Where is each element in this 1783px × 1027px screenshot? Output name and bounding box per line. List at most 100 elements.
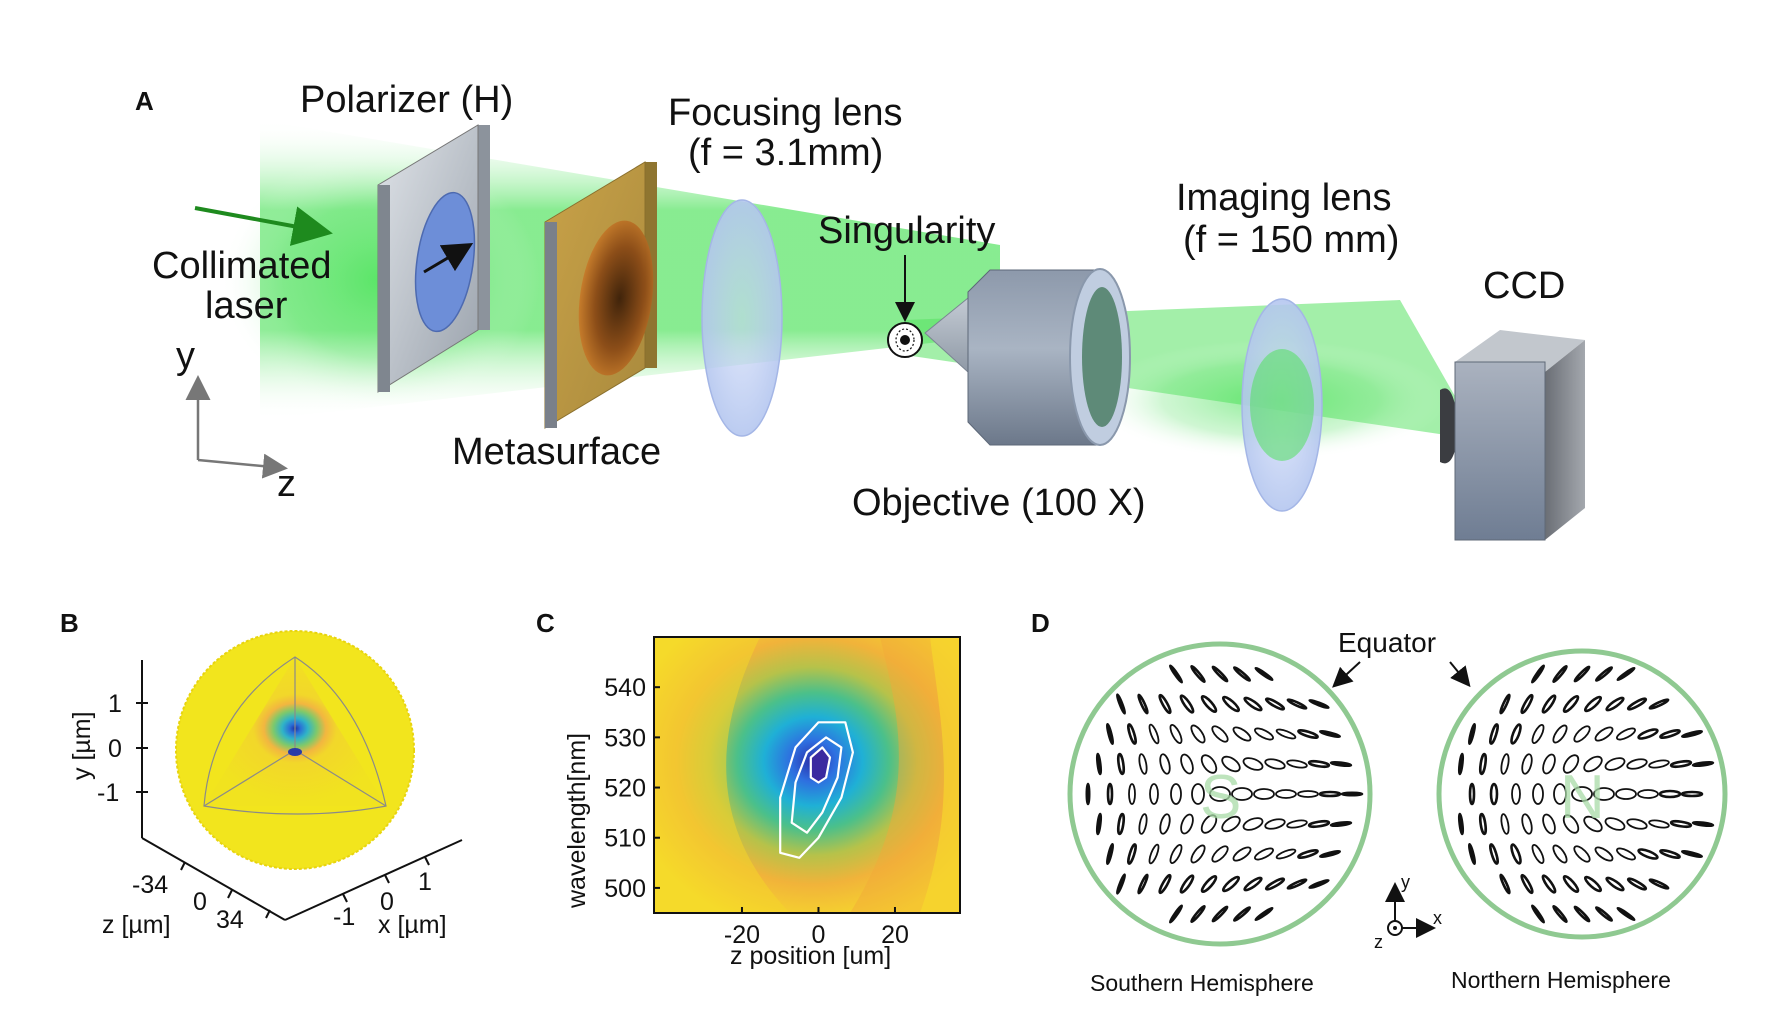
north-ellipse-31 [1604,757,1626,771]
south-ellipse-38 [1085,782,1091,806]
panel-d-letter: D [1031,608,1050,638]
north-ellipse-37 [1489,782,1499,806]
north-ellipse-10 [1605,696,1625,712]
axis-z-label: z [277,463,296,505]
south-ellipse-70 [1254,847,1274,861]
b-ytick-2: 0 [108,735,122,763]
south-ellipse-35 [1286,759,1308,769]
south-ellipse-54 [1159,813,1171,835]
north-ellipse-41 [1571,786,1593,802]
north-ellipse-38 [1511,783,1521,805]
north-ellipse-15 [1510,723,1522,745]
south-ellipse-32 [1221,755,1241,773]
south-ellipse-83 [1308,878,1330,890]
south-ellipse-58 [1242,817,1264,831]
south-ellipse-19 [1190,724,1206,744]
north-ellipse-59 [1467,843,1477,865]
south-ellipse-60 [1286,819,1308,829]
c-xtick-label-0: -20 [724,921,760,949]
coordinate-axes-a [185,375,288,479]
north-ellipse-43 [1615,788,1637,800]
d-axis-z: z [1374,932,1383,952]
south-ellipse-26 [1095,752,1103,776]
north-ellipse-49 [1500,813,1510,835]
equator-arrow-south [1332,661,1361,688]
south-ellipse-40 [1128,783,1136,805]
south-ellipse-47 [1275,789,1297,799]
northern-caption: Northern Hemisphere [1451,967,1671,993]
c-y-label: wavelength[nm] [563,733,591,909]
b-z-label: z [µm] [102,911,171,939]
south-ellipse-41 [1149,783,1159,805]
south-ellipse-11 [1243,696,1263,712]
north-ellipse-48 [1478,812,1488,836]
south-ellipse-62 [1329,820,1353,828]
north-ellipse-17 [1552,724,1568,744]
north-ellipse-70 [1499,873,1511,895]
north-ellipse-7 [1541,694,1557,714]
north-ellipse-51 [1542,813,1556,835]
c-ytick-label-4: 540 [604,674,646,702]
b-ytick-3: -1 [97,779,119,807]
north-ellipse-65 [1594,846,1614,862]
north-ellipse-3 [1594,666,1614,682]
south-ellipse-0 [1168,664,1184,684]
south-ellipse-29 [1159,753,1171,775]
south-ellipse-31 [1200,754,1218,774]
north-ellipse-47 [1457,812,1465,836]
north-letter: N [1560,763,1605,832]
c-xtick-label-2: 20 [881,921,909,949]
north-ellipse-57 [1669,819,1693,829]
south-ellipse-15 [1105,723,1115,745]
singularity-label: Singularity [818,210,995,252]
north-ellipse-13 [1467,723,1477,745]
b-ytick-1: 1 [108,690,122,718]
north-ellipse-35 [1691,760,1715,768]
north-ellipse-40 [1553,783,1567,805]
north-ellipse-50 [1521,813,1533,835]
north-ellipse-1 [1552,664,1568,684]
b-xtick-3: 1 [418,868,432,896]
south-ellipse-10 [1221,695,1241,713]
south-ellipse-17 [1148,723,1160,745]
north-ellipse-20 [1616,727,1636,741]
south-ellipse-53 [1138,813,1148,835]
south-ellipse-84 [1168,904,1184,924]
north-ellipse-24 [1457,752,1465,776]
south-ellipse-87 [1232,906,1252,922]
b-y-label: y [µm] [68,711,96,780]
north-ellipse-5 [1499,693,1511,715]
south-ellipse-3 [1232,666,1252,682]
b-ztick-3: 34 [216,906,244,934]
north-ellipse-64 [1573,845,1591,863]
equator-arrow-north [1449,661,1471,688]
focal-length-label: (f = 3.1mm) [688,132,883,174]
south-ellipse-66 [1169,844,1183,864]
north-ellipse-29 [1562,754,1580,774]
south-ellipse-52 [1116,812,1126,836]
north-ellipse-44 [1637,789,1659,799]
south-ellipse-68 [1211,845,1229,863]
imaging-lens-label: Imaging lens [1176,177,1391,219]
south-ellipse-82 [1286,878,1308,890]
north-ellipse-16 [1531,724,1545,744]
south-ellipse-50 [1340,791,1364,797]
south-ellipse-7 [1158,693,1172,715]
b-ztick-2: 0 [193,888,207,916]
south-ellipse-18 [1169,724,1183,744]
collimated-label: Collimated [152,245,332,287]
north-ellipse-23 [1681,729,1703,739]
north-ellipse-55 [1626,818,1648,830]
north-ellipse-75 [1605,876,1625,892]
north-ellipse-71 [1520,873,1534,895]
south-ellipse-36 [1307,759,1331,769]
c-x-label: z position [um] [730,942,891,970]
north-ellipse-19 [1594,726,1614,742]
panel-a-letter: A [135,86,154,116]
north-ellipse-0 [1530,664,1546,684]
south-ellipse-9 [1200,694,1218,714]
north-ellipse-8 [1562,694,1580,714]
singularity-sphere [175,630,415,870]
south-ellipse-48 [1297,790,1319,798]
south-ellipse-81 [1264,877,1286,891]
